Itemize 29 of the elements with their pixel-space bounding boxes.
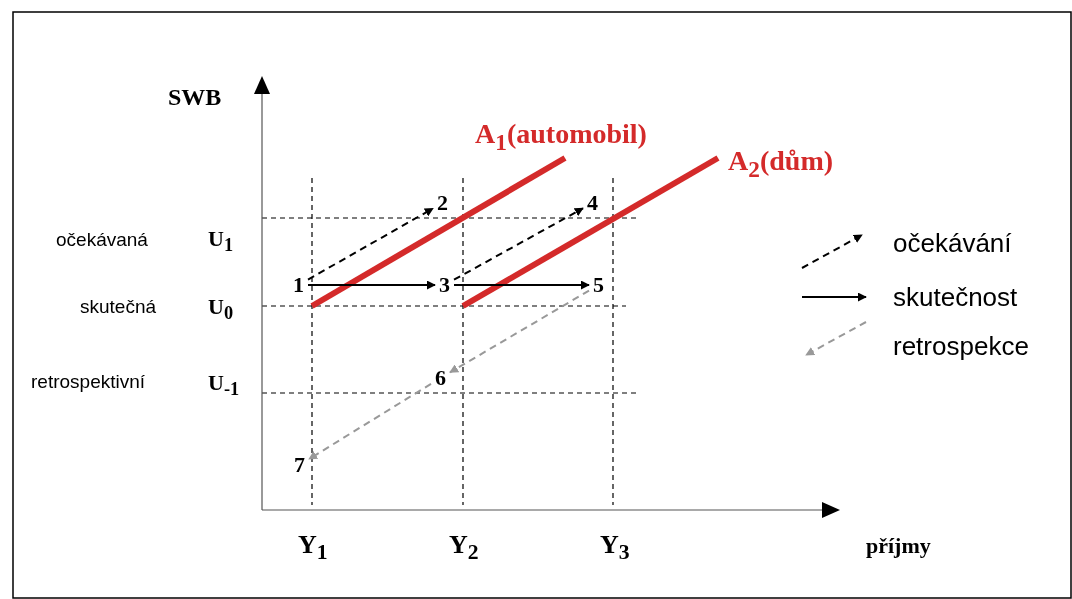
axis-label: očekávaná: [56, 230, 148, 249]
tick-label: U$_{0}$: [208, 296, 234, 323]
curve-label: A$_{2}$(dům): [728, 147, 834, 181]
tick-label: U$_{-1}$: [208, 372, 240, 399]
arrow: [307, 207, 434, 281]
tick-label: Y$_{2}$: [449, 532, 479, 564]
legend-label: očekávání: [893, 230, 1012, 256]
point-number: 5: [593, 274, 604, 296]
axis-label: příjmy: [866, 535, 931, 557]
point-number: 1: [293, 274, 304, 296]
axis-label: retrospektivní: [31, 372, 146, 391]
arrow: [308, 382, 432, 461]
arrow: [307, 280, 436, 290]
tick-label: Y$_{1}$: [298, 532, 328, 564]
axis-label: skutečná: [80, 297, 157, 316]
arrow: [453, 207, 584, 281]
legend-label: retrospekce: [893, 333, 1029, 359]
axis-label: SWB: [168, 85, 222, 109]
tick-label: U$_{1}$: [208, 228, 234, 255]
tick-label: Y$_{3}$: [600, 532, 630, 564]
point-number: 4: [587, 192, 598, 214]
legend-label: skutečnost: [893, 284, 1018, 310]
point-number: 3: [439, 274, 450, 296]
point-number: 2: [437, 192, 448, 214]
point-number: 7: [294, 454, 305, 476]
arrow: [453, 280, 590, 290]
point-number: 6: [435, 367, 446, 389]
curve-label: A$_{1}$(automobil): [475, 120, 647, 154]
arrow: [449, 289, 590, 374]
